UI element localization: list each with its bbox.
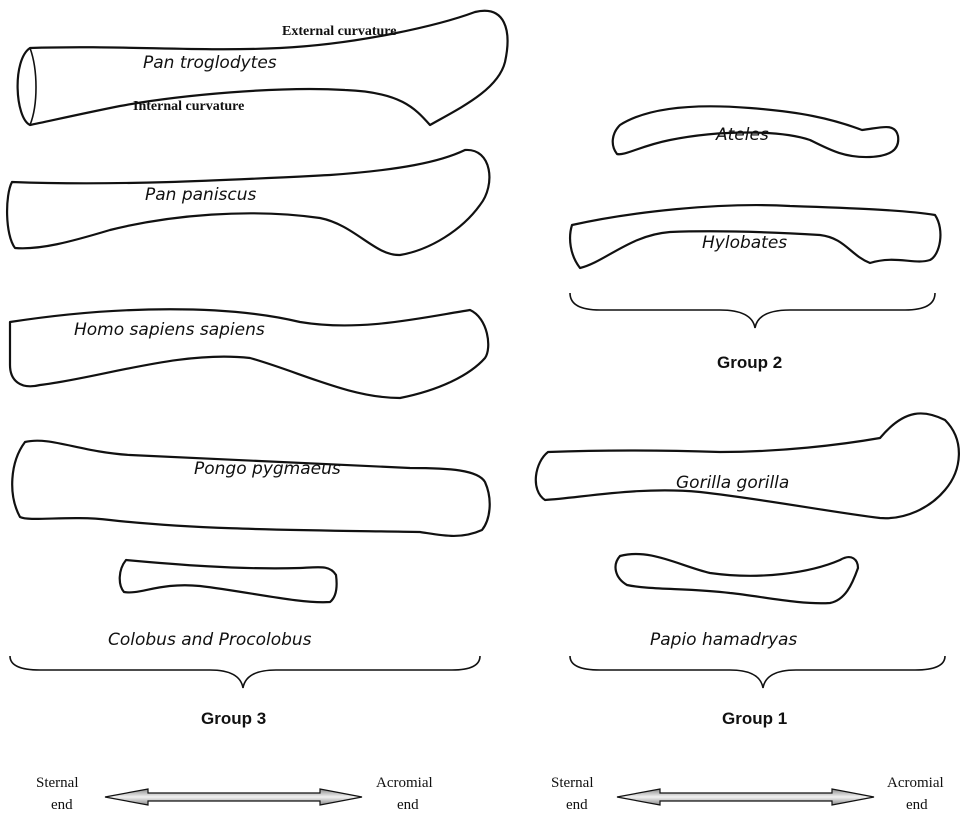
sternal-acromial-arrow-left [105,789,362,805]
internal-curvature-label: Internal curvature [133,99,244,114]
external-curvature-label: External curvature [282,24,396,39]
acromial-end-sub-label-right: end [906,797,928,813]
brace-group-3 [10,656,480,688]
species-label-papio: Papio hamadryas [650,630,797,650]
bone-pongo [12,441,490,536]
species-label-homo-sapiens: Homo sapiens sapiens [74,320,265,340]
brace-group-1 [570,656,945,688]
sternal-end-label-left: Sternal [36,775,79,791]
species-label-ateles: Ateles [715,125,769,145]
brace-group-2 [570,293,935,328]
group-label-1: Group 1 [722,709,787,728]
acromial-end-label-right: Acromial [887,775,944,791]
group-label-3: Group 3 [201,709,266,728]
group-label-2: Group 2 [717,353,782,372]
species-label-colobus: Colobus and Procolobus [108,630,312,650]
sternal-end-sub-label-left: end [51,797,73,813]
species-label-gorilla: Gorilla gorilla [676,473,789,493]
sternal-end-sub-label-right: end [566,797,588,813]
species-label-hylobates: Hylobates [702,233,787,253]
acromial-end-sub-label-left: end [397,797,419,813]
bone-gorilla [536,413,959,518]
species-label-pongo: Pongo pygmaeus [194,459,341,479]
sternal-acromial-arrow-right [617,789,874,805]
sternal-end-label-right: Sternal [551,775,594,791]
bone-papio [616,554,858,603]
species-label-pan-troglodytes: Pan troglodytes [143,53,277,73]
species-label-pan-paniscus: Pan paniscus [145,185,257,205]
bone-colobus [120,560,337,602]
acromial-end-label-left: Acromial [376,775,433,791]
